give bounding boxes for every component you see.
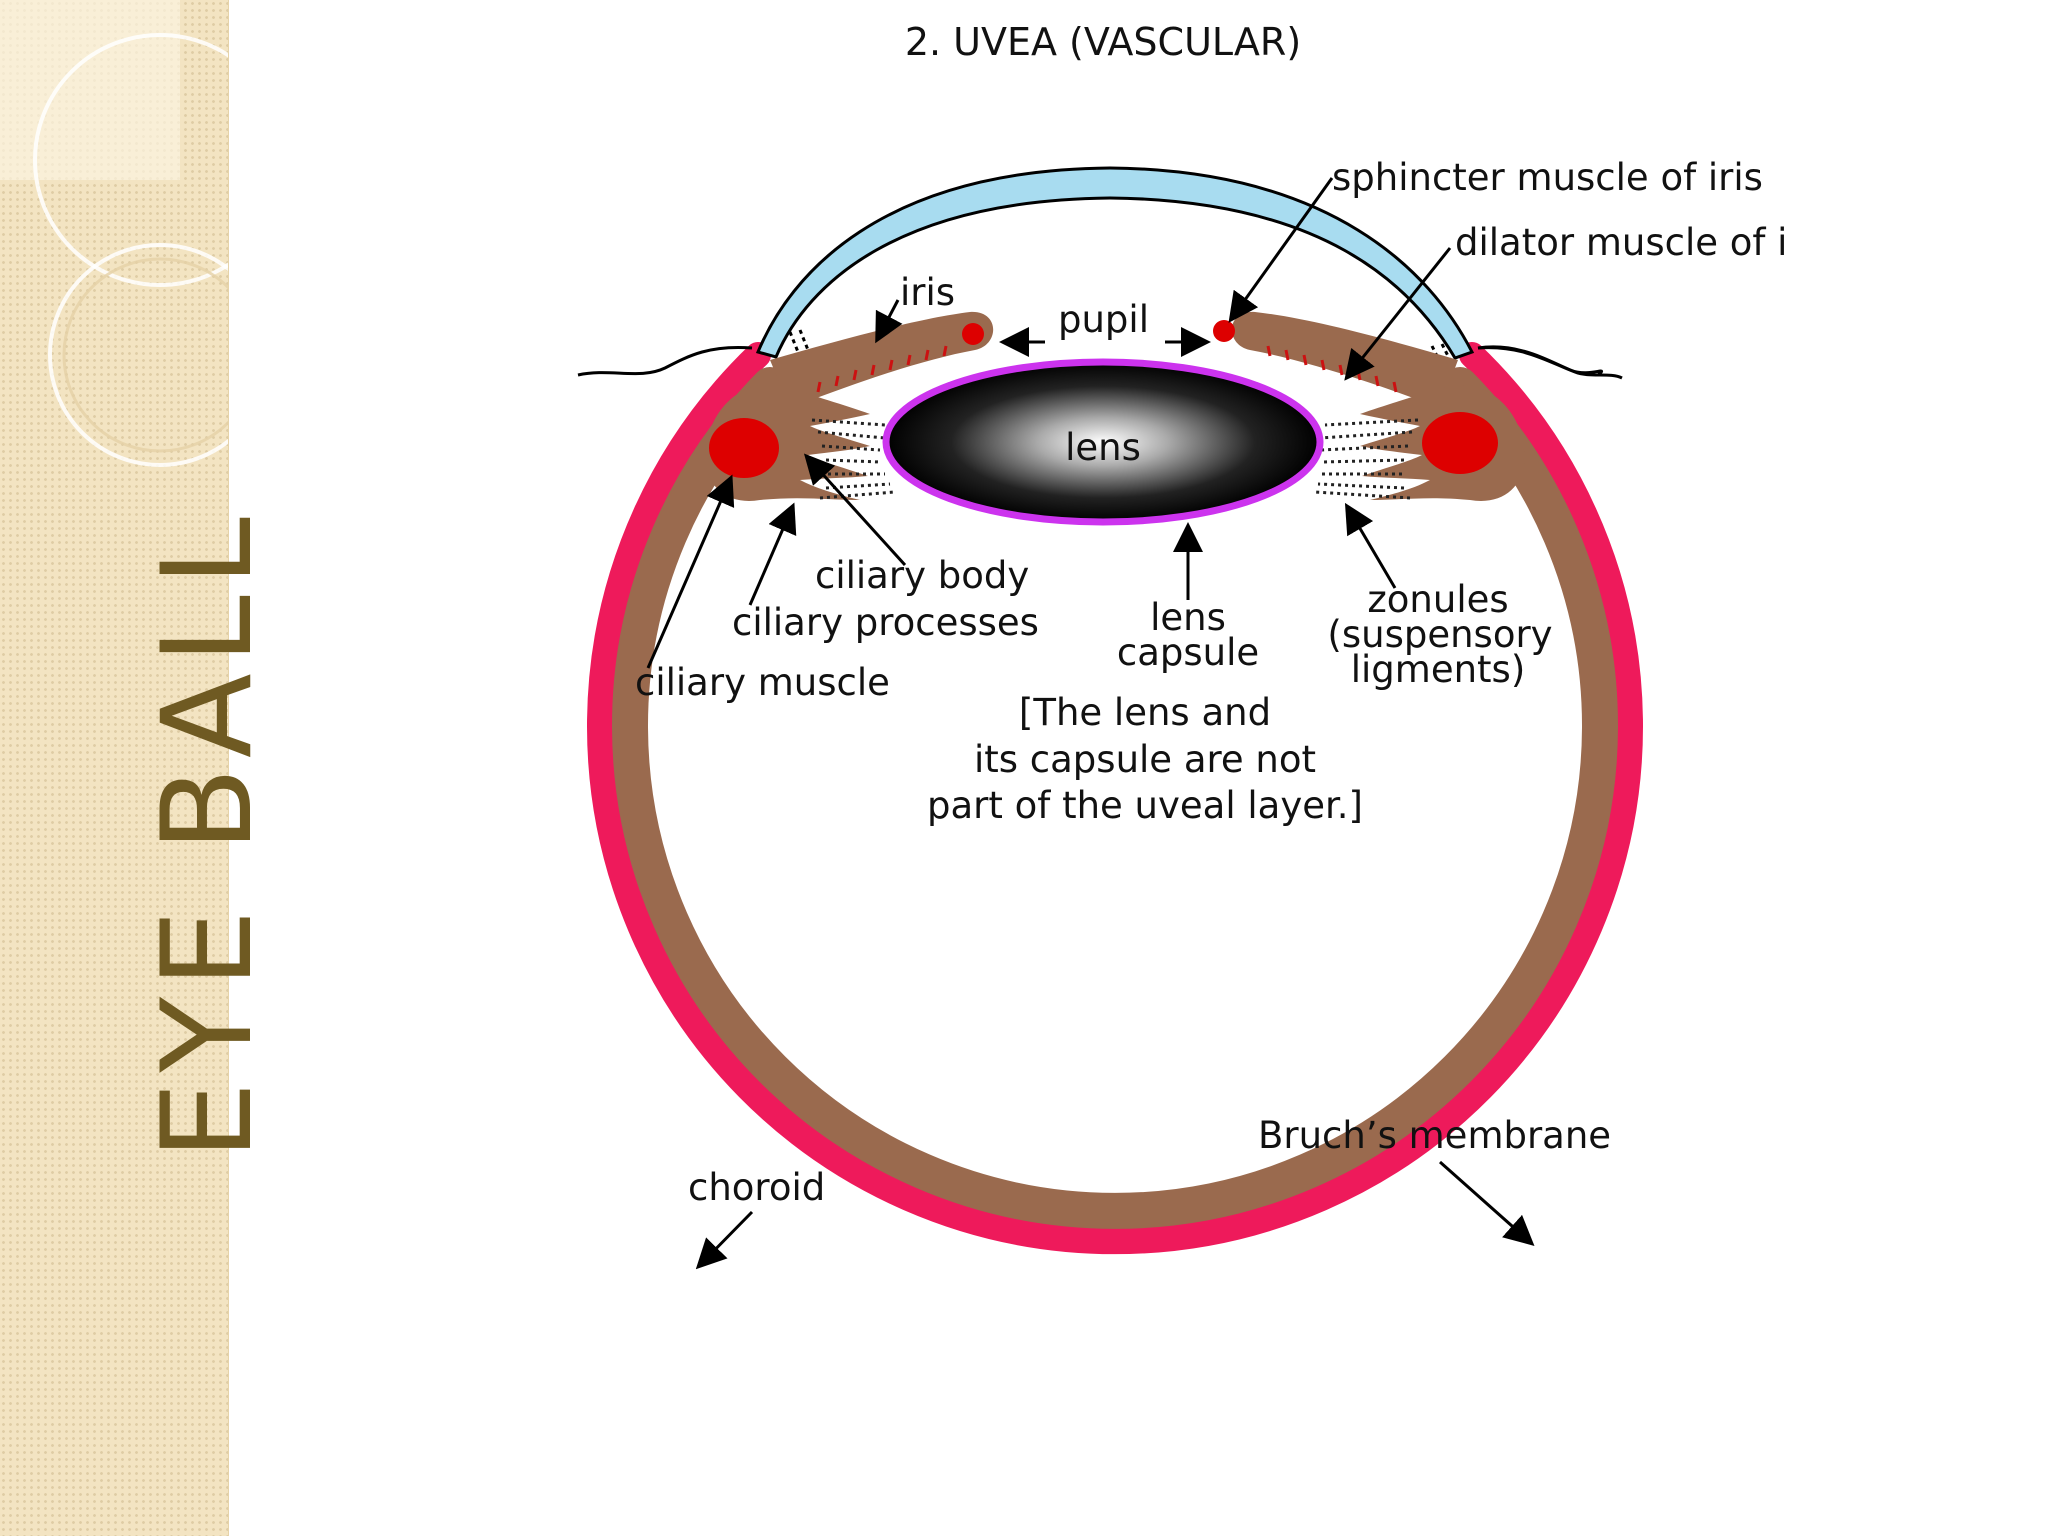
decor-ring-medium-inner (62, 257, 228, 453)
sphincter-left (962, 323, 984, 345)
label-dilator: dilator muscle of i (1455, 221, 1787, 264)
arrow-ciliary-processes (748, 502, 797, 606)
iris-left (770, 311, 994, 408)
label-lens-capsule-line1: lens (1150, 596, 1226, 639)
label-zonules-line2: (suspensory (1327, 613, 1552, 656)
label-zonules-line3: ligments) (1351, 648, 1526, 691)
label-lens: lens (1065, 426, 1141, 469)
choroid-layer (612, 367, 1618, 1229)
arrow-choroid (695, 1210, 754, 1270)
eyeball-drawing (577, 166, 1643, 1507)
sclera (587, 342, 1643, 1255)
ciliary-muscle-right (1422, 412, 1498, 474)
label-zonules-line1: zonules (1367, 578, 1508, 621)
decor-light-square (0, 0, 180, 180)
label-ciliary-muscle: ciliary muscle (635, 661, 890, 704)
optic-nerve-hatching (752, 1447, 845, 1507)
conjunctiva-left (577, 345, 753, 377)
note-line2: its capsule are not (974, 738, 1316, 781)
arrow-iris (875, 299, 903, 344)
arrow-zonules (1344, 502, 1397, 589)
conjunctiva-right-tail (1477, 345, 1623, 380)
label-sphincter: sphincter muscle of iris (1332, 156, 1763, 199)
diagram-labels: 2. UVEA (VASCULAR) sphincter muscle of i… (635, 20, 1787, 1209)
decor-ring-large (33, 33, 228, 287)
arrow-sphincter (1228, 177, 1334, 323)
decorative-rings (0, 0, 228, 467)
label-arrows (646, 177, 1535, 1270)
cornea (755, 166, 1475, 360)
dilator-left (816, 345, 948, 393)
arrow-bruchs (1439, 1160, 1535, 1246)
arrow-ciliary-body (803, 453, 907, 567)
label-bruchs-membrane: Bruch’s membrane (1258, 1114, 1611, 1157)
ciliary-muscle-left (709, 418, 779, 478)
lens (882, 358, 1324, 526)
label-ciliary-processes: ciliary processes (732, 601, 1039, 644)
sphincter-right (1213, 320, 1235, 342)
arrow-ciliary-muscle (646, 474, 735, 669)
sidebar-panel: EYE BALL (0, 0, 280, 1536)
zonule-fibres-right (1314, 418, 1419, 500)
label-lens-capsule-line2: capsule (1117, 631, 1259, 674)
zonule-fibres-left (811, 418, 896, 500)
arrow-dilator (1344, 247, 1452, 381)
decor-ring-medium (48, 243, 228, 467)
label-choroid: choroid (688, 1166, 825, 1209)
label-pupil: pupil (1058, 298, 1149, 341)
label-iris: iris (900, 271, 955, 314)
note-line1: [The lens and (1019, 691, 1271, 734)
label-ciliary-body: ciliary body (815, 554, 1029, 597)
note-line3: part of the uveal layer.] (927, 784, 1363, 827)
diagram-title: 2. UVEA (VASCULAR) (905, 20, 1301, 64)
